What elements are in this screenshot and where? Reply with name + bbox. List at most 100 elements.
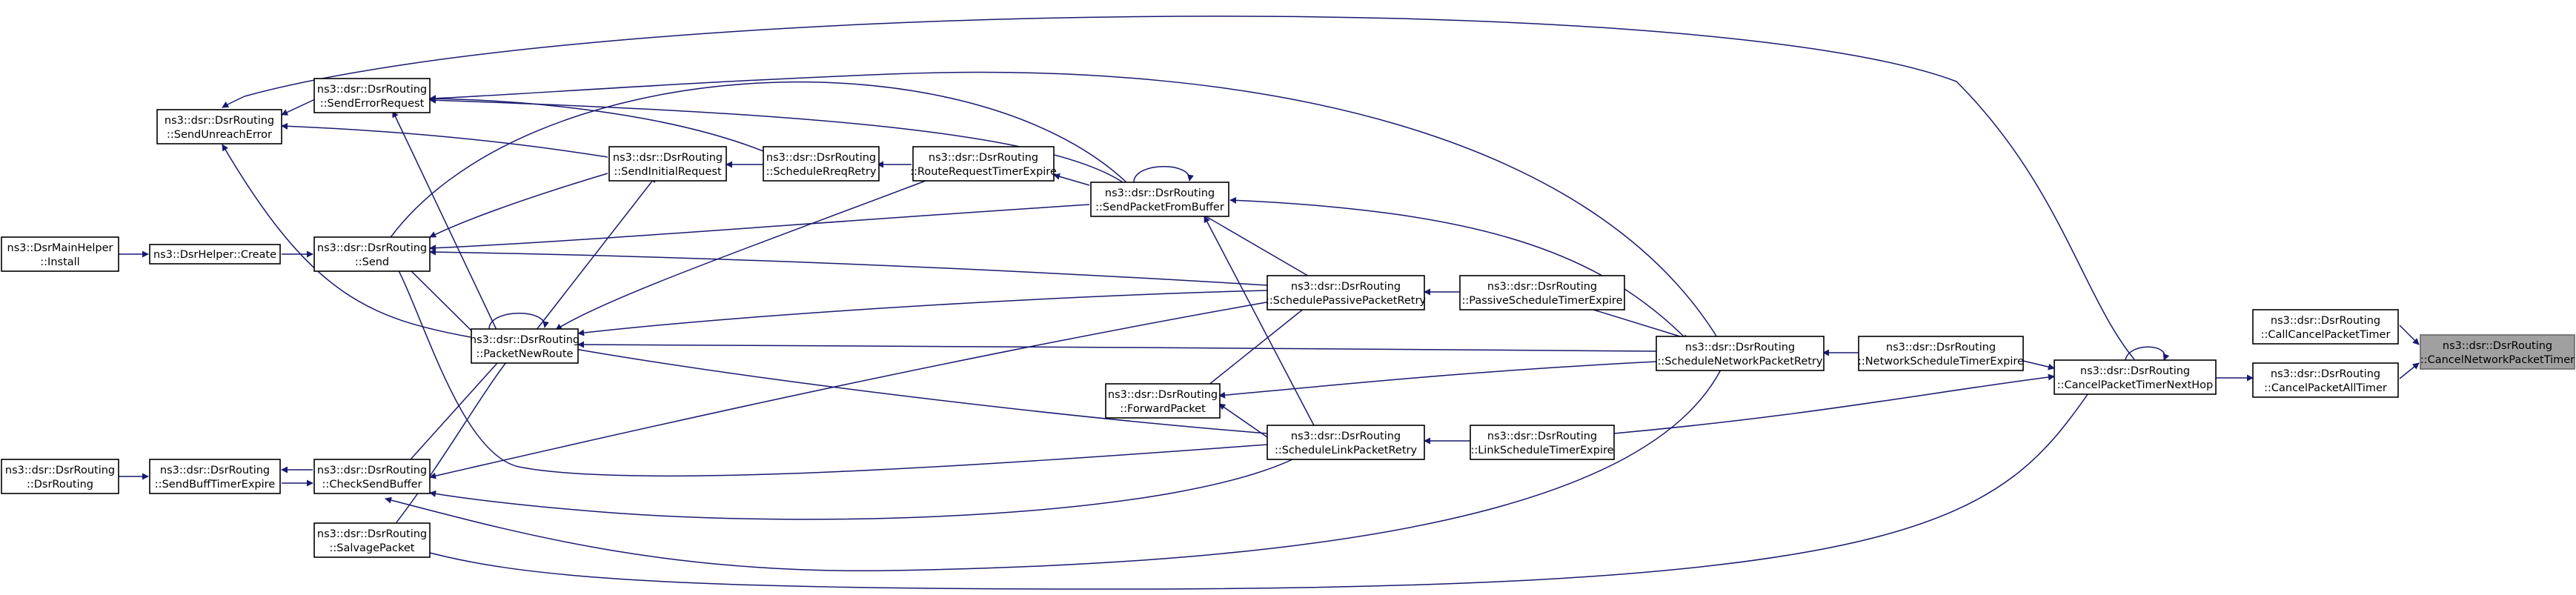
node-label-line2: ::CheckSendBuffer <box>322 479 422 491</box>
node-label-line2: ::NetworkScheduleTimerExpire <box>1858 356 2024 368</box>
node-sendbuff[interactable]: ns3::dsr::DsrRouting::SendBuffTimerExpir… <box>149 459 281 494</box>
node-install[interactable]: ns3::DsrMainHelper::Install <box>1 236 119 272</box>
node-label-line2: ::SendUnreachError <box>167 129 272 141</box>
node-label-line2: ::RouteRequestTimerExpire <box>910 166 1057 178</box>
node-label-line2: ::CancelNetworkPacketTimer <box>2420 354 2575 366</box>
node-schedreq[interactable]: ns3::dsr::DsrRouting::ScheduleRreqRetry <box>763 146 880 182</box>
edge-checksend-packetnew <box>403 355 505 468</box>
edge-packetnew-senderror <box>392 110 497 330</box>
node-dsrrouting[interactable]: ns3::dsr::DsrRouting::DsrRouting <box>1 459 119 494</box>
node-box <box>1459 275 1625 310</box>
node-box <box>1470 425 1615 460</box>
node-label-line1: ns3::dsr::DsrRouting <box>160 465 270 476</box>
node-routereq[interactable]: ns3::dsr::DsrRouting::RouteRequestTimerE… <box>910 146 1057 182</box>
edge-packetnew-sendunreach <box>222 144 471 338</box>
node-label-line1: ns3::dsr::DsrRouting <box>317 465 427 476</box>
node-sendfrombuf[interactable]: ns3::dsr::DsrRouting::SendPacketFromBuff… <box>1090 182 1229 217</box>
node-create[interactable]: ns3::DsrHelper::Create <box>149 244 281 265</box>
edge-schedreq-senderror <box>429 95 771 155</box>
edge-schedlink-forward <box>1218 403 1268 438</box>
edge-sendfrombuf-self <box>1133 166 1194 183</box>
node-box <box>156 109 282 144</box>
node-label-line1: ns3::dsr::DsrRouting <box>766 152 876 164</box>
edge-cancelnext-salvage <box>418 390 2091 590</box>
node-senderror[interactable]: ns3::dsr::DsrRouting::SendErrorRequest <box>313 78 431 113</box>
node-sendinitial[interactable]: ns3::dsr::DsrRouting::SendInitialRequest <box>608 146 727 182</box>
edge-schedpassive-send <box>429 248 1268 286</box>
edge-schednet-packetnew <box>577 341 1657 352</box>
node-label-line1: ns3::dsr::DsrRouting <box>1685 342 1795 353</box>
node-schednet[interactable]: ns3::dsr::DsrRouting::ScheduleNetworkPac… <box>1656 336 1825 371</box>
node-box <box>2054 359 2217 395</box>
node-schedpassive[interactable]: ns3::dsr::DsrRouting::SchedulePassivePac… <box>1266 275 1426 310</box>
edge-sendinitial-send <box>429 173 608 238</box>
node-label-line1: ns3::dsr::DsrRouting <box>317 242 427 254</box>
edge-routereq-packetnew <box>555 174 942 330</box>
node-forward[interactable]: ns3::dsr::DsrRouting::ForwardPacket <box>1105 383 1221 419</box>
node-target: ns3::dsr::DsrRouting::CancelNetworkPacke… <box>2420 334 2575 370</box>
node-packetnew[interactable]: ns3::dsr::DsrRouting::PacketNewRoute <box>470 328 580 364</box>
node-label-line2: ::SendPacketFromBuffer <box>1095 202 1224 213</box>
node-cancelnext[interactable]: ns3::dsr::DsrRouting::CancelPacketTimerN… <box>2054 359 2217 395</box>
node-label-line2: ::ScheduleRreqRetry <box>766 166 877 178</box>
edge-schedlink-checksend <box>429 453 1305 520</box>
edge-schedpassive-packetnew <box>577 290 1268 336</box>
node-label-line2: ::CancelPacketAllTimer <box>2264 382 2387 394</box>
node-box <box>313 236 431 272</box>
node-box <box>149 459 281 494</box>
node-label-line1: ns3::dsr::DsrRouting <box>1487 431 1597 442</box>
edge-cancelall-target <box>2399 362 2420 379</box>
node-box <box>313 78 431 113</box>
node-label-line1: ns3::dsr::DsrRouting <box>1108 389 1218 401</box>
node-label-line1: ns3::dsr::DsrRouting <box>1291 281 1401 293</box>
edge-callcancel-target <box>2399 325 2420 345</box>
function-nodes: ns3::DsrMainHelper::Install ns3::DsrHelpe… <box>1 78 2575 558</box>
edge-sendfrombuf-routereq <box>1053 173 1090 186</box>
node-label-line2: ::SendErrorRequest <box>320 98 425 110</box>
node-label-line2: ::SchedulePassivePacketRetry <box>1266 295 1426 307</box>
node-box <box>1267 425 1425 460</box>
node-checksend[interactable]: ns3::dsr::DsrRouting::CheckSendBuffer <box>313 459 431 494</box>
node-label-line2: ::ForwardPacket <box>1120 403 1206 415</box>
node-box <box>1 236 119 272</box>
node-box <box>763 146 880 182</box>
node-label-line1: ns3::dsr::DsrRouting <box>2271 315 2380 327</box>
node-schedlink[interactable]: ns3::dsr::DsrRouting::ScheduleLinkPacket… <box>1267 425 1425 460</box>
node-passiveexp[interactable]: ns3::dsr::DsrRouting::PassiveScheduleTim… <box>1459 275 1625 310</box>
node-label-line1: ns3::dsr::DsrRouting <box>2443 340 2552 352</box>
node-callcancel[interactable]: ns3::dsr::DsrRouting::CallCancelPacketTi… <box>2252 309 2399 345</box>
node-box <box>313 459 431 494</box>
node-label-line2: ::ScheduleNetworkPacketRetry <box>1658 356 1823 368</box>
node-label-line1: ns3::dsr::DsrRouting <box>1105 187 1215 199</box>
edge-sendfrombuf-senderror <box>429 96 1123 183</box>
call-edges <box>119 16 2420 590</box>
node-label-line2: ::DsrRouting <box>27 479 93 491</box>
edge-schedpassive-sendfrombuf <box>1192 208 1316 281</box>
node-label-line1: ns3::dsr::DsrRouting <box>470 334 580 346</box>
node-label-line1: ns3::dsr::DsrRouting <box>613 152 723 164</box>
node-box <box>2252 309 2399 345</box>
node-sendunreach[interactable]: ns3::dsr::DsrRouting::SendUnreachError <box>156 109 282 144</box>
edge-sendinitial-sendunreach <box>281 122 608 158</box>
node-linkexp[interactable]: ns3::dsr::DsrRouting::LinkScheduleTimerE… <box>1470 425 1615 460</box>
node-box <box>2420 334 2575 370</box>
edge-schednet-sendfrombuf <box>1229 196 1690 343</box>
edge-schednet-forward <box>1218 361 1657 399</box>
node-cancelall[interactable]: ns3::dsr::DsrRouting::CancelPacketAllTim… <box>2252 362 2399 398</box>
node-label-line2: ::PacketNewRoute <box>477 348 574 360</box>
node-label-line1: ns3::DsrMainHelper <box>7 242 113 254</box>
node-label-line1: ns3::dsr::DsrRouting <box>929 152 1038 164</box>
node-label-line2: ::SalvagePacket <box>330 542 415 554</box>
edge-salvage-packetnew <box>396 355 512 523</box>
node-netexp[interactable]: ns3::dsr::DsrRouting::NetworkScheduleTim… <box>1858 336 2024 371</box>
node-label-line1: ns3::dsr::DsrRouting <box>165 115 274 127</box>
node-label-line2: ::SendBuffTimerExpire <box>155 479 275 491</box>
edge-sendfrombuf-sendloop <box>385 81 1127 245</box>
node-send[interactable]: ns3::dsr::DsrRouting::Send <box>313 236 431 272</box>
node-salvage[interactable]: ns3::dsr::DsrRouting::SalvagePacket <box>313 522 431 558</box>
edge-schedpassive-checksend <box>429 300 1275 479</box>
node-label-line1: ns3::dsr::DsrRouting <box>1487 281 1597 293</box>
node-box <box>1656 336 1825 371</box>
node-label-line1: ns3::dsr::DsrRouting <box>1291 431 1401 442</box>
